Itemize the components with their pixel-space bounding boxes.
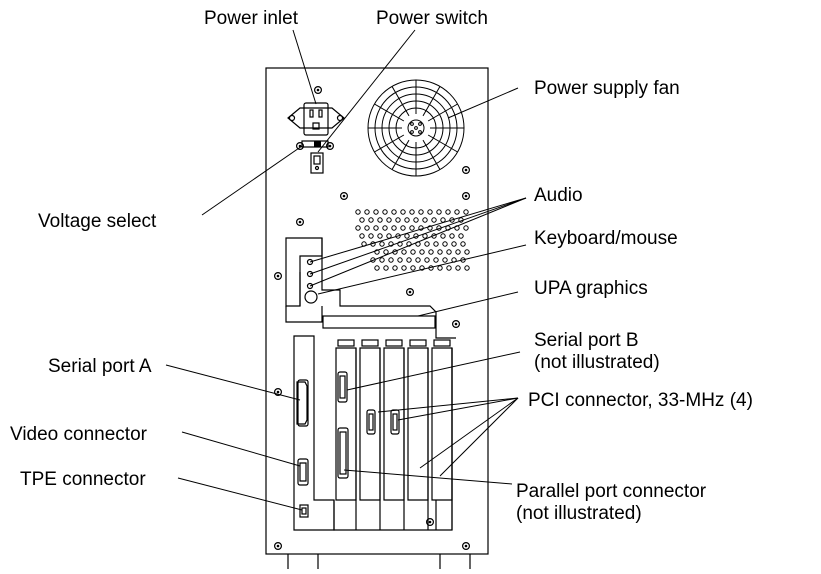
screw: [462, 192, 471, 201]
label-pci-connector: PCI connector, 33-MHz (4): [528, 390, 753, 411]
audio-jacks: [306, 258, 314, 290]
video-connector-port: [297, 458, 309, 486]
label-serial-port-a: Serial port A: [48, 356, 152, 377]
screw: [452, 320, 461, 329]
screw: [326, 142, 335, 151]
vent-grille: [355, 209, 470, 271]
label-serial-port-b-note: (not illustrated): [534, 352, 660, 373]
serial-port-a: [296, 379, 309, 427]
screw: [462, 166, 471, 175]
label-power-supply-fan: Power supply fan: [534, 78, 680, 99]
pci-card-connectors: [337, 371, 400, 479]
screw: [340, 192, 349, 201]
label-serial-port-b: Serial port B: [534, 330, 639, 351]
io-inset-panel: [285, 237, 456, 339]
pci-slot: [335, 339, 357, 530]
pci-slot: [407, 339, 429, 530]
screw: [462, 541, 471, 550]
voltage-select-switch: [301, 140, 329, 148]
screw: [314, 85, 323, 94]
chassis-screws: [274, 85, 471, 550]
screw: [274, 272, 283, 281]
label-tpe-connector: TPE connector: [20, 469, 146, 490]
chassis: [265, 67, 489, 569]
power-inlet: [287, 102, 345, 136]
leader-lines: [165, 29, 527, 511]
label-power-inlet: Power inlet: [204, 8, 299, 29]
lower-io-panel: [293, 335, 335, 531]
pci-slot: [383, 339, 405, 530]
label-video-connector: Video connector: [10, 424, 148, 445]
screw: [426, 517, 435, 526]
upa-graphics-slot: [322, 315, 436, 329]
label-parallel-port: Parallel port connector: [516, 481, 707, 502]
pci-slot: [431, 339, 453, 530]
pci-slots: [333, 339, 453, 531]
label-audio: Audio: [534, 185, 583, 206]
screw: [406, 288, 415, 297]
label-upa-graphics: UPA graphics: [534, 278, 648, 299]
pci-slot: [359, 339, 381, 530]
label-parallel-port-note: (not illustrated): [516, 503, 642, 524]
callout-labels: Power inlet Power switch Power supply fa…: [10, 8, 753, 524]
screw: [274, 388, 283, 397]
label-keyboard-mouse: Keyboard/mouse: [534, 228, 678, 249]
label-power-switch: Power switch: [376, 8, 488, 29]
screw: [296, 218, 305, 227]
label-voltage-select: Voltage select: [38, 211, 157, 232]
tpe-connector-port: [299, 504, 309, 518]
power-supply-fan: [367, 79, 465, 177]
power-switch: [310, 152, 324, 174]
screw: [274, 541, 283, 550]
